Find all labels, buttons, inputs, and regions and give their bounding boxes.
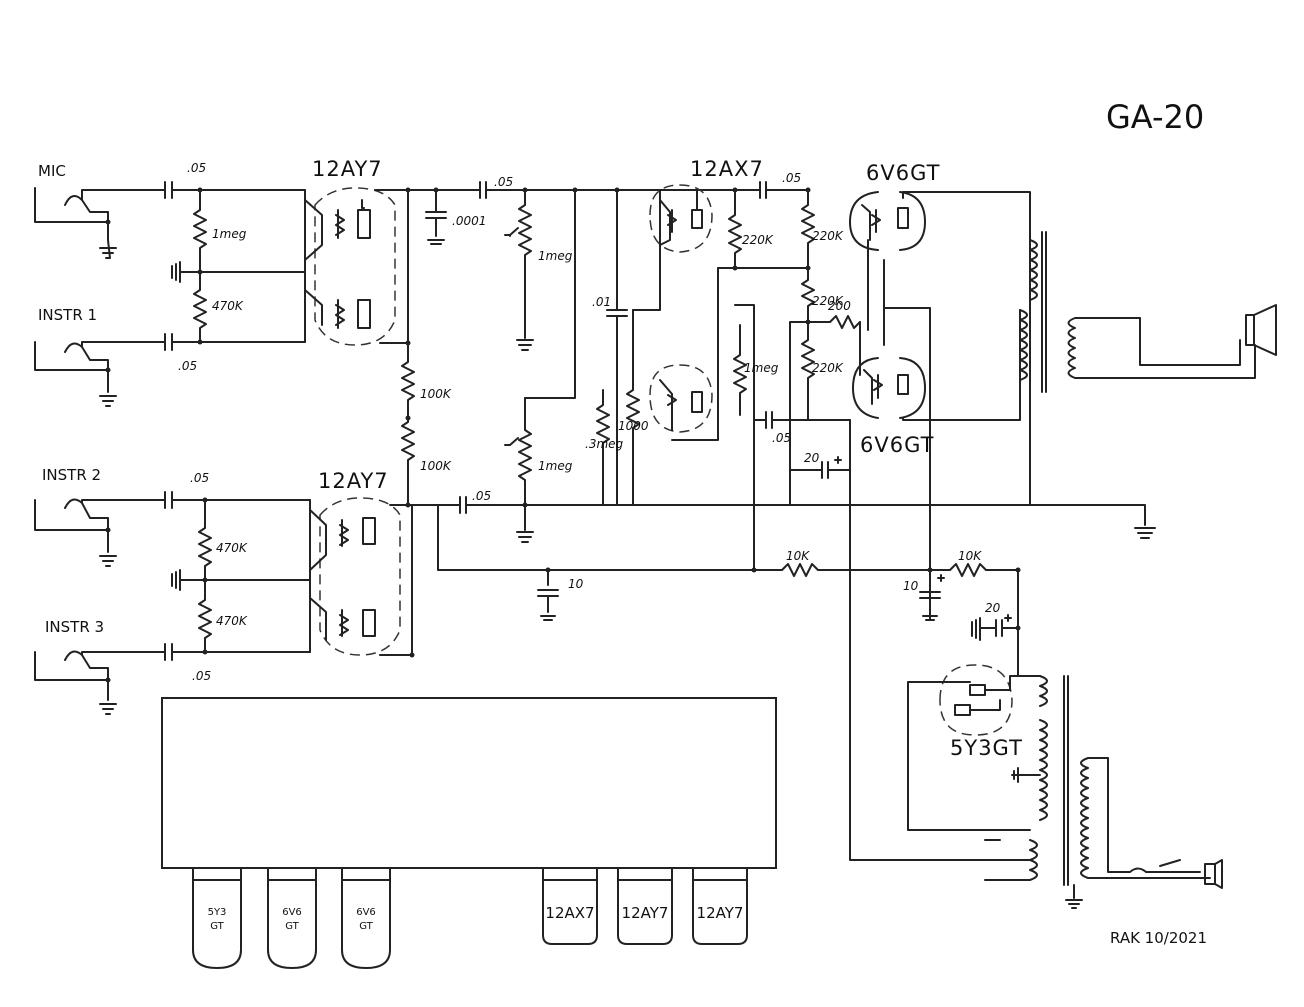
r-10k-a-label: 10K bbox=[786, 549, 810, 563]
c-tone-label: .0001 bbox=[452, 214, 486, 228]
r-1meg-pi-label: 1meg bbox=[744, 361, 779, 375]
chassis-tube-label: 12AY7 bbox=[697, 904, 744, 922]
c-pi-top-label: .05 bbox=[782, 171, 801, 185]
instr3-label: INSTR 3 bbox=[45, 618, 104, 636]
v4-label: 6V6GT bbox=[866, 161, 940, 185]
r-in2-label: 470K bbox=[216, 541, 248, 555]
volume-pot-2 bbox=[449, 397, 534, 543]
v1-label: 12AY7 bbox=[312, 157, 383, 181]
c-10-a-label: 10 bbox=[568, 577, 584, 591]
v1-v2-plate-rail bbox=[374, 187, 761, 658]
r-220k-a-label: 220K bbox=[742, 233, 774, 247]
mic-input-jack bbox=[34, 187, 166, 259]
v1-output-network bbox=[407, 181, 526, 245]
v5-tube-6v6gt bbox=[849, 307, 1031, 861]
input-coupling-caps bbox=[164, 181, 206, 661]
v1-tube-12ay7 bbox=[304, 187, 396, 346]
rectifier-tube-5y3gt bbox=[907, 664, 1041, 831]
r-100k-a-label: 100K bbox=[420, 387, 452, 401]
c-20-filter-label: 20 bbox=[985, 601, 1001, 615]
chassis-tube-6v6-b-outline bbox=[341, 867, 391, 969]
r-mic-label: 1meg bbox=[212, 227, 247, 241]
power-filter-network bbox=[537, 563, 1021, 677]
instr2-label: INSTR 2 bbox=[42, 466, 101, 484]
r-10k-b-label: 10K bbox=[958, 549, 982, 563]
chassis-tube-label: 12AY7 bbox=[622, 904, 669, 922]
chassis-layout bbox=[161, 697, 777, 969]
r-100k-b-label: 100K bbox=[420, 459, 452, 473]
v4-tube-6v6gt bbox=[849, 191, 1031, 506]
c-in1-label: .05 bbox=[178, 359, 197, 373]
r-3meg-label: .3meg bbox=[585, 437, 624, 451]
chassis-tube-label: 12AX7 bbox=[545, 904, 594, 922]
chassis-tube-12ay7-a-outline bbox=[617, 867, 673, 945]
instr2-input-jack bbox=[34, 498, 166, 567]
v3-tube-12ax7 bbox=[632, 184, 719, 441]
grid-resistors-v2 bbox=[171, 497, 311, 655]
phase-inverter-cathode-network bbox=[596, 309, 640, 506]
c-10-b-label: 10 bbox=[903, 579, 919, 593]
output-transformer bbox=[1019, 231, 1277, 393]
v2-label: 12AY7 bbox=[318, 469, 389, 493]
rect-label: 5Y3GT bbox=[950, 736, 1023, 760]
chassis-tube-12ax7-outline bbox=[542, 867, 598, 945]
pot1-label: 1meg bbox=[538, 249, 573, 263]
v3-label: 12AX7 bbox=[690, 157, 764, 181]
v5-label: 6V6GT bbox=[860, 433, 934, 457]
r-220k-d-label: 220K bbox=[812, 361, 844, 375]
r-in1-label: 470K bbox=[212, 299, 244, 313]
c-v2out-label: .05 bbox=[472, 489, 491, 503]
output-grid-resistors bbox=[789, 187, 861, 506]
chassis-tube-6v6-a-outline bbox=[267, 867, 317, 969]
instr1-label: INSTR 1 bbox=[38, 306, 97, 324]
instr1-input-jack bbox=[34, 341, 166, 407]
c-20-cath-label: 20 bbox=[804, 451, 820, 465]
mic-label: MIC bbox=[38, 162, 66, 180]
credit-text: RAK 10/2021 bbox=[1110, 929, 1207, 947]
r-1000-label: 1000 bbox=[618, 419, 649, 433]
c-in2-label: .05 bbox=[190, 471, 209, 485]
c-pi-bot-label: .05 bbox=[772, 431, 791, 445]
chassis-tube-rect-outline bbox=[192, 867, 242, 969]
instr3-input-jack bbox=[34, 650, 166, 715]
c-mic-label: .05 bbox=[187, 161, 206, 175]
phase-inverter-network bbox=[717, 181, 851, 573]
r-220k-b-label: 220K bbox=[812, 229, 844, 243]
ground-rail bbox=[524, 504, 1156, 539]
mixer-bus bbox=[524, 187, 761, 506]
c-v1out-label: .05 bbox=[494, 175, 513, 189]
r-in3-label: 470K bbox=[216, 614, 248, 628]
c-01-label: .01 bbox=[592, 295, 611, 309]
volume-pot-1 bbox=[504, 187, 534, 351]
chassis-tube-12ay7-b-outline bbox=[692, 867, 748, 945]
r-200-label: 200 bbox=[828, 299, 851, 313]
power-transformer bbox=[984, 675, 1223, 909]
v2-tube-12ay7 bbox=[309, 497, 401, 656]
r-220k-c-label: 220K bbox=[812, 294, 844, 308]
pot2-label: 1meg bbox=[538, 459, 573, 473]
cathode-bypass-cap bbox=[789, 456, 851, 479]
grid-resistors-v1 bbox=[171, 187, 306, 345]
c-in3-label: .05 bbox=[192, 669, 211, 683]
schematic-title: GA-20 bbox=[1106, 98, 1204, 136]
